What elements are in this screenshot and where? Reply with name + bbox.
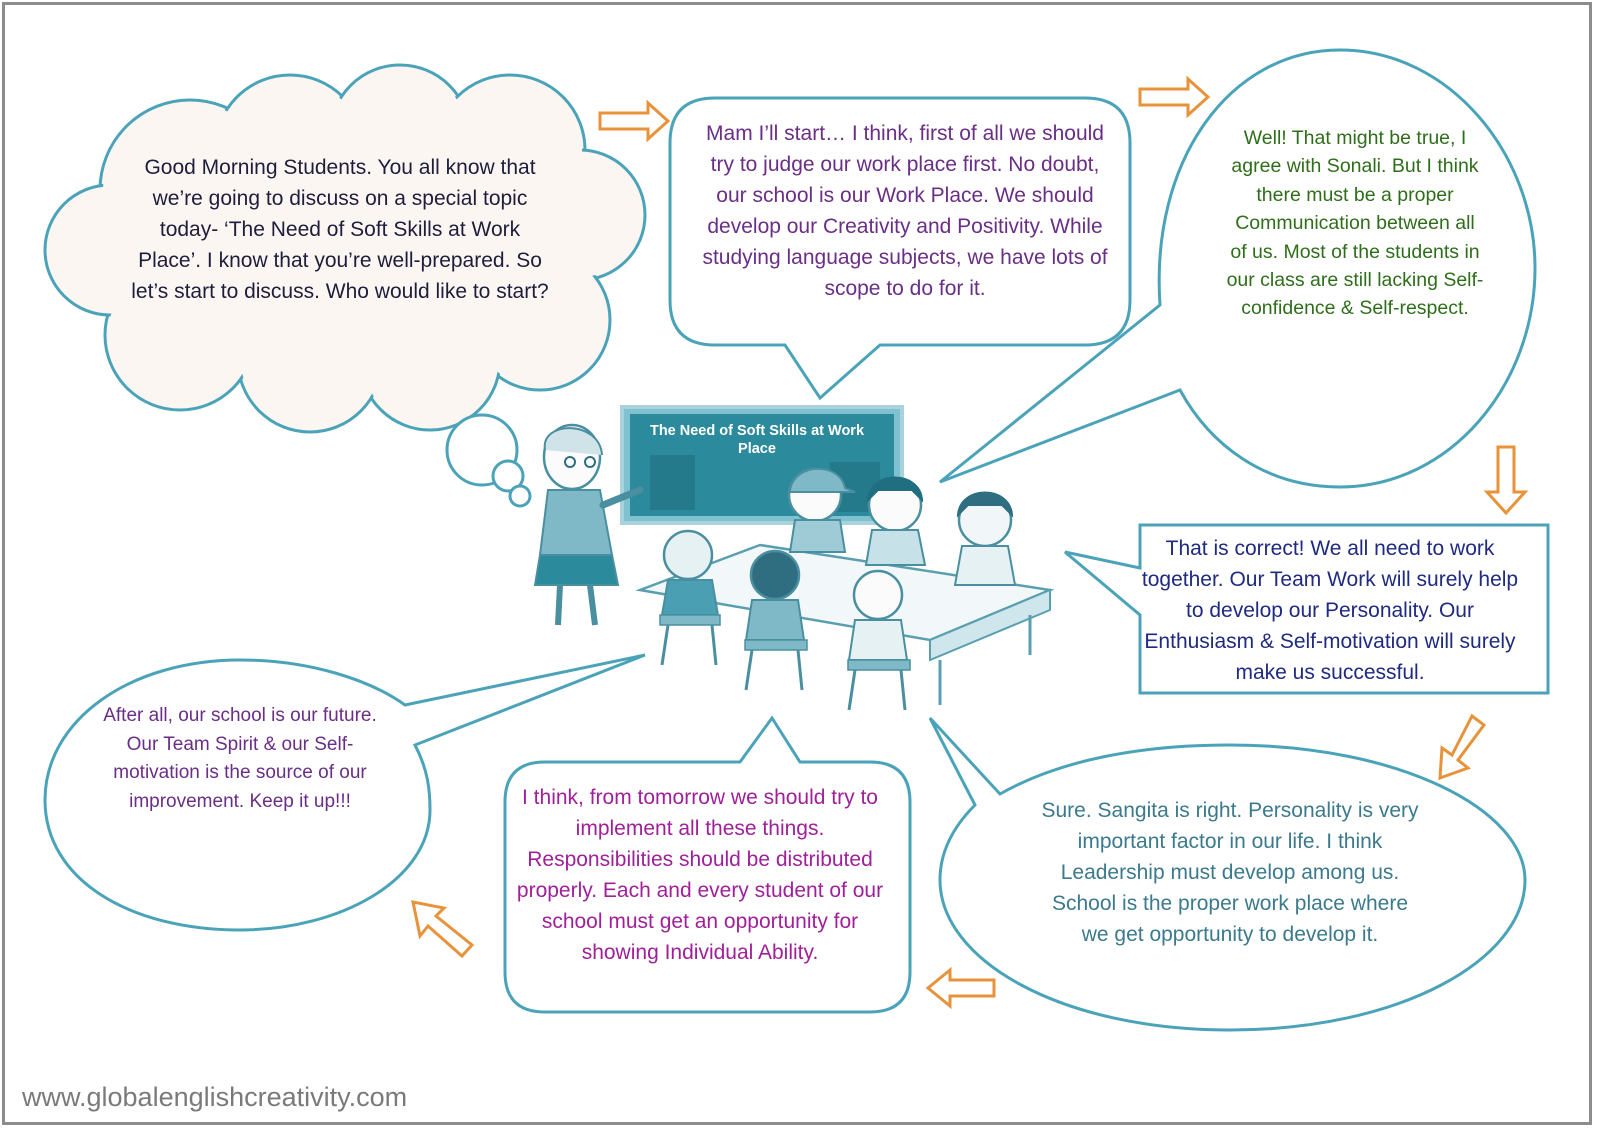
flow-arrow-down-left-icon [1438,713,1487,781]
child-figure [864,476,927,566]
speech-bubble-after [43,653,646,932]
correct-text: That is correct! We all need to work tog… [1141,537,1519,684]
thought-bubbles [445,413,532,508]
website-url: www.globalenglishcreativity.com [22,1082,408,1112]
teacher-thought-cloud-fill [48,68,642,429]
flow-arrow-down-icon [1483,445,1529,516]
after-text: After all, our school is our future. Our… [103,705,377,812]
flow-arrow-right-icon [1138,75,1211,119]
well-text: Well! That might be true, I agree with S… [1226,127,1484,320]
speech-bubble-correct [1064,523,1550,695]
child-figure [787,467,856,553]
speech-bubble-sure [928,716,1527,1032]
sure-text: Sure. Sangita is right. Personality is v… [1041,799,1419,946]
classroom-illustration [533,405,1055,711]
flow-arrow-right-icon [598,99,671,143]
teacher-figure [533,423,644,626]
mam-start-text: Mam I’ll start… I think, first of all we… [702,122,1108,300]
speech-bubble-well [939,48,1537,489]
child-figure [953,491,1017,586]
flow-arrow-left-icon [925,966,996,1010]
teacher-greeting-text: Good Morning Students. You all know that… [131,156,549,303]
child-figure [847,569,911,711]
speech-bubble-mam [668,96,1132,401]
blackboard-title: The Need of Soft Skills at Work Place [649,423,865,457]
child-figure [744,549,808,691]
think-text: I think, from tomorrow we should try to … [516,786,884,964]
flow-arrow-up-left-icon [411,900,475,959]
child-figure [659,529,721,666]
speech-bubble-think [503,715,912,1014]
